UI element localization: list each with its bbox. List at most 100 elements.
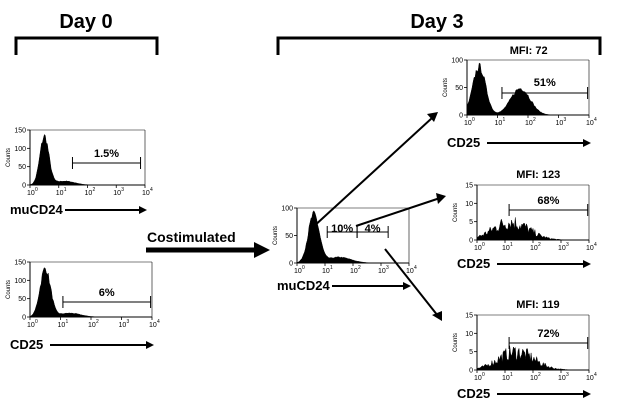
day3-cd25-bottom-ytick-label-0: 0: [469, 368, 473, 375]
day3-mucd24-xtick-exp-1: 1: [330, 265, 333, 271]
day3-cd25-middle-xtick-label-1: 10: [502, 245, 510, 252]
day3-cd25-bottom-xlabel-arrow-head: [583, 390, 591, 398]
day3-mucd24-xlabel-arrow-head: [403, 282, 411, 290]
day3-mucd24-ylabel: Counts: [273, 226, 279, 245]
day3-mucd24-xtick-exp-4: 4: [414, 265, 417, 271]
day0-mucd24-xtick-label-0: 10: [27, 190, 35, 197]
day3-mucd24-xtick-label-1: 10: [322, 268, 330, 275]
day3-mucd24-ytick-label-100: 100: [281, 206, 293, 213]
day3-cd25-middle-xtick-label-4: 10: [586, 245, 594, 252]
day3-cd25-middle-histogram: [476, 217, 589, 241]
day3-mucd24-gate-label-1: 10%: [331, 223, 353, 235]
day3-mucd24-xtick-label-4: 10: [406, 268, 414, 275]
day3-cd25-bottom-ytick-label-10: 10: [465, 331, 473, 338]
day3-cd25-middle-ytick-label-0: 0: [469, 238, 473, 245]
day3-mucd24-xtick-label-0: 10: [294, 268, 302, 275]
day3-cd25-bottom-xlabel: CD25: [457, 386, 490, 401]
day3-cd25-top-xtick-exp-4: 4: [594, 117, 597, 123]
day0-mucd24-ytick-label-50: 50: [18, 164, 26, 171]
day0-mucd24-xtick-label-2: 10: [85, 190, 93, 197]
day3-cd25-middle-gate-label: 68%: [537, 195, 559, 207]
costimulated-label: Costimulated: [147, 229, 236, 245]
day3-cd25-bottom-xtick-exp-3: 3: [566, 372, 569, 378]
day0-cd25-xtick-label-2: 10: [88, 322, 96, 329]
day3-cd25-top-title: MFI: 72: [510, 45, 548, 57]
day0-bracket: Day 0: [14, 11, 159, 55]
day3-cd25-top-ytick-label-100: 100: [451, 58, 463, 65]
day3-cd25-bottom-xtick-label-4: 10: [586, 375, 594, 382]
day0-mucd24-xtick-exp-1: 1: [64, 187, 67, 193]
day0-cd25-ytick-label-0: 0: [22, 315, 26, 322]
day3-cd25-top-xtick-label-2: 10: [525, 120, 533, 127]
day3-mucd24-xtick-exp-2: 2: [358, 265, 361, 271]
day0-mucd24-xtick-exp-3: 3: [121, 187, 124, 193]
day0-mucd24-xtick-exp-0: 0: [35, 187, 38, 193]
day3-cd25-top-histogram: [466, 62, 589, 116]
day0-cd25-xtick-label-4: 10: [149, 322, 157, 329]
day3-cd25-top-xlabel-arrow-head: [583, 139, 591, 147]
day3-cd25-middle-xtick-label-3: 10: [558, 245, 566, 252]
day3-cd25-top-ylabel: Counts: [443, 78, 449, 97]
day3-cd25-top-xtick-exp-1: 1: [503, 117, 506, 123]
day0-cd25-ytick-label-50: 50: [18, 296, 26, 303]
day3-mucd24-ytick-label-50: 50: [285, 233, 293, 240]
day0-mucd24-xtick-exp-2: 2: [93, 187, 96, 193]
day3-cd25-middle-xtick-exp-1: 1: [510, 242, 513, 248]
day0-cd25-xtick-label-1: 10: [58, 322, 66, 329]
day3-cd25-top-xlabel: CD25: [447, 135, 480, 150]
day0-cd25-ytick-label-150: 150: [14, 260, 26, 267]
day3-cd25-middle-xtick-exp-2: 2: [538, 242, 541, 248]
day0-cd25-gate-label: 6%: [99, 287, 115, 299]
day3-cd25-top-xtick-label-1: 10: [495, 120, 503, 127]
day3-label: Day 3: [410, 11, 463, 33]
day3-cd25-bottom-gate-label: 72%: [537, 328, 559, 340]
day3-cd25-middle-title: MFI: 123: [516, 169, 560, 181]
day3-cd25-bottom-xtick-label-2: 10: [530, 375, 538, 382]
day0-mucd24-ytick-label-100: 100: [14, 146, 26, 153]
day3-cd25-middle-xtick-exp-0: 0: [482, 242, 485, 248]
day3-cd25-bottom-title: MFI: 119: [516, 299, 559, 311]
day3-cd25-middle-ytick-label-10: 10: [465, 201, 473, 208]
day3-cd25-top-xtick-label-0: 10: [464, 120, 472, 127]
day0-mucd24-xlabel: muCD24: [10, 202, 64, 217]
day3-cd25-middle-xtick-exp-4: 4: [594, 242, 597, 248]
day0-cd25-xtick-exp-4: 4: [157, 319, 160, 325]
day3-cd25-top-xtick-label-4: 10: [586, 120, 594, 127]
day3-cd25-middle-xtick-label-2: 10: [530, 245, 538, 252]
day3-cd25-top-gate-label: 51%: [534, 77, 556, 89]
day3-mucd24-gate-label-2: 4%: [365, 223, 381, 235]
day0-cd25-ytick-label-100: 100: [14, 278, 26, 285]
transition-arrows: [311, 112, 446, 321]
day3-cd25-bottom-xtick-exp-2: 2: [538, 372, 541, 378]
day0-mucd24-ylabel: Counts: [6, 148, 12, 167]
day3-cd25-bottom-xtick-exp-1: 1: [510, 372, 513, 378]
day0-cd25-xlabel-arrow-head: [146, 341, 154, 349]
day3-mucd24-xtick-label-3: 10: [378, 268, 386, 275]
day0-mucd24-gate-label: 1.5%: [94, 148, 119, 160]
day3-cd25-bottom-xtick-label-1: 10: [502, 375, 510, 382]
day3-cd25-top-xtick-exp-0: 0: [472, 117, 475, 123]
day3-cd25-bottom-xtick-label-0: 10: [474, 375, 482, 382]
day0-mucd24-histogram: [29, 133, 145, 186]
day3-cd25-bottom-ylabel: Counts: [453, 333, 459, 352]
day3-cd25-middle-ytick-label-15: 15: [465, 183, 473, 190]
day0-cd25-xtick-label-3: 10: [119, 322, 127, 329]
day0-mucd24-xtick-label-3: 10: [113, 190, 121, 197]
day3-cd25-bottom-histogram: [476, 345, 589, 371]
day3-bracket: Day 3: [276, 11, 602, 55]
day3-cd25-middle-xlabel-arrow-head: [583, 260, 591, 268]
day3-cd25-bottom-ytick-label-15: 15: [465, 313, 473, 320]
day3-cd25-middle-xlabel: CD25: [457, 256, 490, 271]
day0-mucd24-xtick-label-1: 10: [56, 190, 64, 197]
costimulated-arrow: Costimulated: [146, 229, 270, 258]
day3-mucd24-ytick-label-0: 0: [289, 261, 293, 268]
day3-cd25-bottom-xtick-label-3: 10: [558, 375, 566, 382]
day3-mucd24-xlabel: muCD24: [277, 278, 331, 293]
day3-mucd24-xtick-exp-0: 0: [302, 265, 305, 271]
